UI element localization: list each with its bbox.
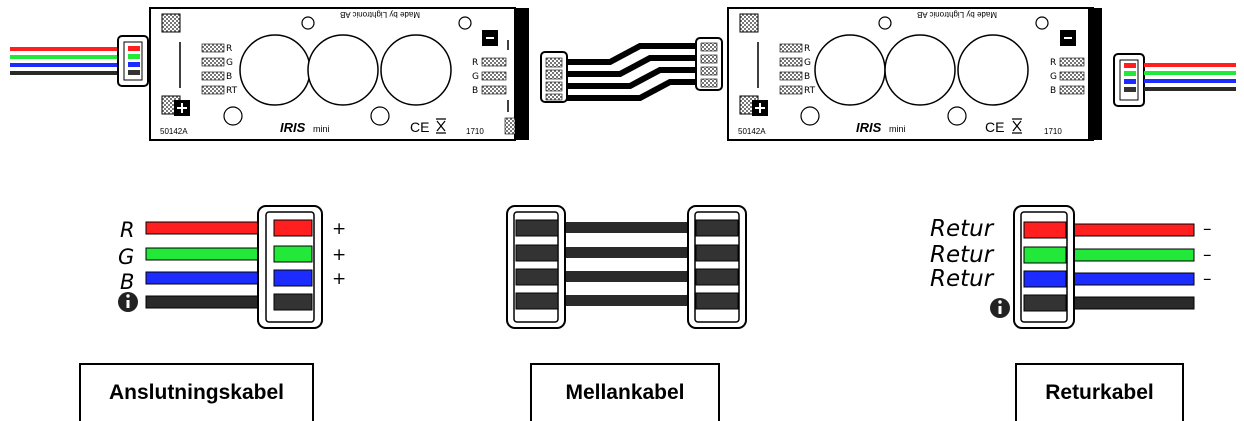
module-right-pad-r: R <box>804 44 810 54</box>
module-left-pad-g: G <box>226 58 233 68</box>
module-right-black-end <box>1088 8 1102 140</box>
info-icon <box>990 298 1010 318</box>
module-left-pad-rt: RT <box>226 86 238 96</box>
module-right-mirrored-text: Made by Lightronic AB <box>917 10 997 19</box>
return-cable: Retur Retur Retur – – – <box>930 205 1212 329</box>
module-left-brand: IRIS <box>280 120 306 135</box>
module-right-led-2 <box>884 34 956 106</box>
module-right-led-1 <box>814 34 886 106</box>
module-left-pad-b: B <box>226 72 232 82</box>
module-right-led-3 <box>957 34 1029 106</box>
weee-icon <box>1012 118 1022 134</box>
module-left-pad-g2: G <box>472 72 479 82</box>
weee-icon <box>436 118 446 134</box>
module-left-part-no: 50142A <box>160 127 188 136</box>
module-left-pad-r: R <box>226 44 232 54</box>
connection-cable-label: Anslutningskabel <box>79 363 314 421</box>
module-left-brand-sub: mini <box>313 124 330 134</box>
module-right-ce-mark: CE <box>985 119 1004 135</box>
middle-cable <box>506 205 747 329</box>
module-right-pad-r2: R <box>1050 58 1056 68</box>
led-module-left: R G B RT Made by Lightronic AB R G B 501… <box>10 7 529 141</box>
module-right-brand: IRIS <box>856 120 882 135</box>
module-right-pad-rt: RT <box>804 86 816 96</box>
module-left-led-1 <box>239 34 311 106</box>
middle-connector-right <box>687 205 747 329</box>
connection-cable: R G B + + + <box>118 205 346 329</box>
module-right-output-connector <box>1113 53 1145 107</box>
led-module-right: R G B RT Made by Lightronic AB R G B 501… <box>727 7 1236 141</box>
return-connector <box>1013 205 1075 329</box>
module-left-led-3 <box>380 34 452 106</box>
module-left-date-code: 1710 <box>466 127 484 136</box>
module-left-input-wires <box>10 47 122 75</box>
module-left-pads-right: R G B <box>472 57 507 96</box>
return-cable-label: Returkabel <box>1015 363 1184 421</box>
module-left-input-connector <box>117 35 149 87</box>
connection-connector <box>257 205 323 329</box>
module-left-mirrored-text: Made by Lightronic AB <box>340 10 420 19</box>
polarity-minus-r: – <box>1203 219 1212 239</box>
middle-cable-label: Mellankabel <box>530 363 720 421</box>
info-icon <box>118 292 138 312</box>
module-left-ce-mark: CE <box>410 119 429 135</box>
module-left-led-2 <box>307 34 379 106</box>
wire-letter-b: B <box>120 270 134 294</box>
module-left-pad-r2: R <box>472 58 478 68</box>
wire-letter-g: G <box>118 245 134 269</box>
inter-module-cable <box>540 37 723 103</box>
module-right-output-wires <box>1144 63 1236 91</box>
retur-label-g: Retur <box>930 242 995 268</box>
polarity-plus-r: + <box>332 219 346 239</box>
polarity-plus-g: + <box>332 245 346 265</box>
module-left-black-end <box>515 8 529 140</box>
module-right-brand-sub: mini <box>889 124 906 134</box>
polarity-minus-g: – <box>1203 245 1212 265</box>
module-right-date-code: 1710 <box>1044 127 1062 136</box>
module-left-pads-left: R G B RT <box>201 43 238 96</box>
polarity-plus-b: + <box>332 269 346 289</box>
middle-connector-left <box>506 205 566 329</box>
module-right-pad-g2: G <box>1050 72 1057 82</box>
retur-label-b: Retur <box>930 266 995 292</box>
module-left-pad-b2: B <box>472 86 478 96</box>
retur-label-r: Retur <box>930 216 995 242</box>
polarity-minus-b: – <box>1203 269 1212 289</box>
wire-letter-r: R <box>120 218 135 242</box>
module-right-pads-right: R G B <box>1050 57 1085 96</box>
module-right-pad-b2: B <box>1050 86 1056 96</box>
module-right-pads-left: R G B RT <box>779 43 816 96</box>
module-right-part-no: 50142A <box>738 127 766 136</box>
module-right-pad-b: B <box>804 72 810 82</box>
module-right-pad-g: G <box>804 58 811 68</box>
